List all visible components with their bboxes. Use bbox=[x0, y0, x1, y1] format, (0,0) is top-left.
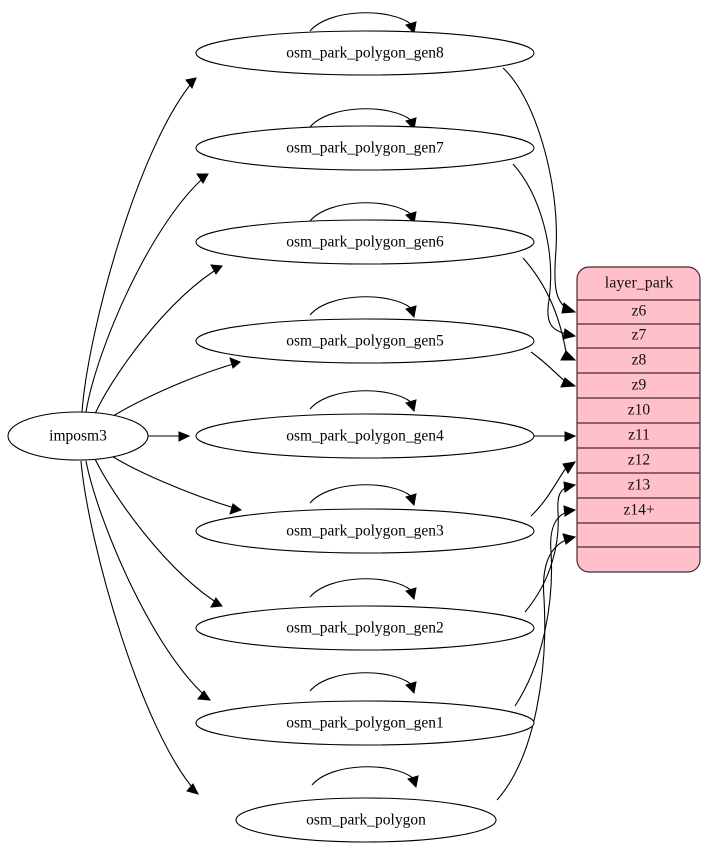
node-imposm3-label: imposm3 bbox=[49, 428, 107, 445]
edge-imposm3-to-gen8 bbox=[81, 77, 197, 413]
edge-imposm3-to-gen3 bbox=[109, 454, 243, 515]
table-row-z6[interactable]: z6 bbox=[632, 303, 647, 320]
self-loop-gen1 bbox=[309, 672, 417, 695]
table-row-z8[interactable]: z8 bbox=[632, 352, 647, 369]
node-gen8[interactable]: osm_park_polygon_gen8 bbox=[195, 30, 535, 76]
node-gen5[interactable]: osm_park_polygon_gen5 bbox=[195, 318, 535, 364]
node-base[interactable]: osm_park_polygon bbox=[235, 797, 497, 843]
edge-gen4-to-z10 bbox=[534, 431, 577, 442]
node-gen3[interactable]: osm_park_polygon_gen3 bbox=[195, 508, 535, 554]
node-gen7-label: osm_park_polygon_gen7 bbox=[286, 140, 444, 157]
self-loop-gen2 bbox=[309, 578, 417, 601]
table-layer-park[interactable]: layer_park z6 z7 z8 z9 z10 z11 z12 z13 z… bbox=[576, 266, 701, 573]
table-row-z9[interactable]: z9 bbox=[632, 377, 647, 394]
node-base-label: osm_park_polygon bbox=[306, 812, 426, 829]
self-loop-base bbox=[311, 766, 419, 789]
node-gen7[interactable]: osm_park_polygon_gen7 bbox=[195, 125, 535, 171]
node-gen6-label: osm_park_polygon_gen6 bbox=[286, 234, 444, 251]
edge-imposm3-to-gen7 bbox=[85, 173, 209, 413]
node-gen2[interactable]: osm_park_polygon_gen2 bbox=[195, 605, 535, 651]
node-gen4-label: osm_park_polygon_gen4 bbox=[286, 428, 444, 445]
self-loop-gen3 bbox=[309, 484, 417, 507]
table-row-z7[interactable]: z7 bbox=[632, 327, 647, 344]
node-gen3-label: osm_park_polygon_gen3 bbox=[286, 523, 444, 540]
edge-imposm3-to-gen1 bbox=[85, 460, 211, 701]
node-gen8-label: osm_park_polygon_gen8 bbox=[286, 45, 444, 62]
edge-gen8-to-z6 bbox=[502, 67, 577, 314]
self-loop-gen8 bbox=[309, 12, 417, 35]
table-header-label: layer_park bbox=[605, 275, 673, 292]
node-gen1[interactable]: osm_park_polygon_gen1 bbox=[195, 700, 535, 746]
node-gen1-label: osm_park_polygon_gen1 bbox=[286, 715, 444, 732]
self-loop-gen6 bbox=[309, 202, 417, 225]
self-loop-gen5 bbox=[309, 296, 417, 319]
self-loop-gen7 bbox=[309, 108, 417, 131]
edge-imposm3-to-gen4 bbox=[148, 431, 191, 442]
node-gen5-label: osm_park_polygon_gen5 bbox=[286, 333, 444, 350]
edges-from-source bbox=[80, 77, 243, 795]
self-loops bbox=[309, 12, 419, 789]
edge-imposm3-to-gen6 bbox=[94, 264, 223, 415]
edge-imposm3-to-base bbox=[80, 460, 199, 795]
edge-gen6-to-z8 bbox=[522, 257, 577, 361]
edge-gen1-to-z13 bbox=[514, 505, 577, 707]
edge-imposm3-to-gen2 bbox=[94, 458, 223, 608]
table-row-z13[interactable]: z13 bbox=[628, 477, 651, 494]
edge-gen3-to-z11 bbox=[530, 461, 577, 517]
table-row-z14plus[interactable]: z14+ bbox=[623, 502, 654, 519]
table-row-z11[interactable]: z11 bbox=[628, 427, 650, 444]
edge-base-to-z14 bbox=[496, 533, 577, 801]
table-row-z10[interactable]: z10 bbox=[628, 402, 651, 419]
edges-to-table bbox=[496, 67, 577, 801]
node-imposm3[interactable]: imposm3 bbox=[7, 411, 149, 461]
edge-gen2-to-z12 bbox=[524, 481, 577, 613]
node-gen4[interactable]: osm_park_polygon_gen4 bbox=[195, 413, 535, 459]
edge-gen7-to-z7 bbox=[512, 163, 577, 340]
edge-gen5-to-z9 bbox=[530, 351, 577, 388]
self-loop-gen4 bbox=[309, 390, 417, 413]
edge-imposm3-to-gen5 bbox=[109, 357, 241, 419]
node-gen2-label: osm_park_polygon_gen2 bbox=[286, 620, 444, 637]
node-gen6[interactable]: osm_park_polygon_gen6 bbox=[195, 219, 535, 265]
table-row-z12[interactable]: z12 bbox=[628, 452, 650, 469]
